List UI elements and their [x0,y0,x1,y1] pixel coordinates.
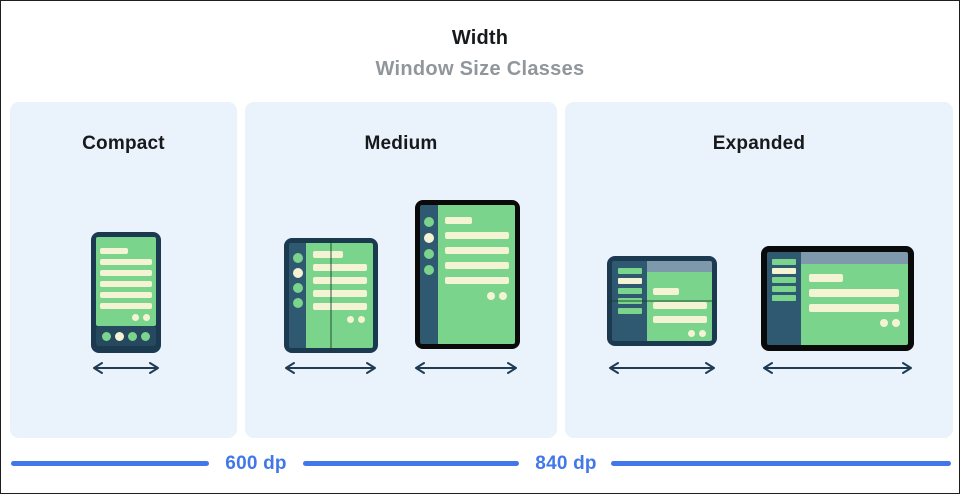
rail-dot [424,233,434,243]
placeholder-dot [132,314,139,321]
placeholder-dot [880,319,888,327]
screen-content [647,272,712,341]
panel-medium: Medium [245,102,557,438]
width-arrow-icon [609,362,715,374]
placeholder-line [100,259,152,265]
tablet-screen [438,205,515,344]
sidebar-item-bar [617,288,642,294]
placeholder-dot [688,330,695,337]
foldable-open-mockup [284,238,378,353]
breakpoint-label-600dp: 600 dp [225,453,287,474]
sidebar-item-bar [617,278,642,284]
placeholder-line [100,281,152,287]
nav-rail [289,243,306,348]
rail-dot [292,283,303,293]
placeholder-line [100,248,128,254]
sidebar-item-bar [617,308,642,314]
landscape-screen [801,252,908,345]
breakpoint-label-840dp: 840 dp [535,453,597,474]
tablet-landscape-mockup [761,246,914,351]
placeholder-dot [487,292,495,300]
fold-crease [330,238,332,353]
panel-expanded-label: Expanded [712,133,806,154]
placeholder-line [313,290,367,297]
tablet-portrait-mockup [415,200,520,349]
phone-nav-bar [96,326,156,346]
placeholder-dot [358,316,365,323]
fold-crease [607,300,717,302]
rail-dot [292,268,303,278]
sidebar-item-bar [772,295,796,301]
foldable-screen [306,243,373,348]
placeholder-dot [143,314,150,321]
placeholder-line [809,274,843,282]
placeholder-dot [499,292,507,300]
panel-compact-label: Compact [82,133,165,154]
placeholder-line [100,292,152,298]
sidebar-item-bar [772,259,796,265]
nav-sidebar [612,261,647,341]
panel-expanded: Expanded [565,102,953,438]
placeholder-line [809,289,899,297]
placeholder-dots [306,316,373,323]
rail-dot [424,217,434,227]
nav-dot [128,331,137,341]
sidebar-item-bar [772,277,796,283]
breakpoint-line-segment [611,461,951,466]
sidebar-item-bar [617,298,642,304]
app-top-bar [801,252,908,264]
width-arrow-icon [93,362,159,374]
placeholder-line [653,288,679,295]
screen-content [801,264,908,345]
panel-compact: Compact [10,102,237,438]
placeholder-line [100,270,152,276]
rail-dot [424,265,434,275]
rail-dot [292,253,303,263]
rail-dot [292,298,303,308]
placeholder-dots [438,292,515,300]
panel-medium-label: Medium [364,133,438,154]
placeholder-dot [892,319,900,327]
nav-rail [420,205,438,344]
placeholder-dot [347,316,354,323]
width-arrow-icon [763,362,912,374]
landscape-screen [647,261,712,341]
nav-dot [115,331,124,341]
placeholder-dots [647,330,712,337]
diagram-header: Width Window Size Classes [1,27,959,81]
placeholder-line [653,302,707,309]
nav-dot [102,331,111,341]
page-subtitle: Window Size Classes [375,58,585,80]
placeholder-line [445,277,509,284]
placeholder-dots [801,319,908,327]
page-title: Width [451,27,509,49]
foldable-landscape-mockup [607,256,717,346]
rail-dot [424,249,434,259]
placeholder-dots [96,314,156,321]
placeholder-line [445,247,509,254]
phone-mockup [91,232,161,353]
placeholder-line [445,262,509,269]
placeholder-line [100,303,152,309]
placeholder-line [445,217,472,224]
placeholder-line [313,264,367,271]
placeholder-dot [699,330,706,337]
phone-screen [96,237,156,326]
breakpoint-line-segment [303,461,519,466]
width-arrow-icon [285,362,376,374]
placeholder-line [313,303,367,310]
sidebar-item-bar [772,286,796,292]
nav-sidebar [767,252,801,345]
breakpoint-line-segment [11,461,209,466]
placeholder-line [313,251,343,258]
placeholder-line [313,277,367,284]
app-top-bar [647,261,712,272]
width-arrow-icon [415,362,517,374]
placeholder-line [653,316,707,323]
placeholder-line [445,232,509,239]
sidebar-item-bar [772,268,796,274]
nav-dot [141,331,150,341]
placeholder-line [809,304,899,312]
sidebar-item-bar [617,268,642,274]
